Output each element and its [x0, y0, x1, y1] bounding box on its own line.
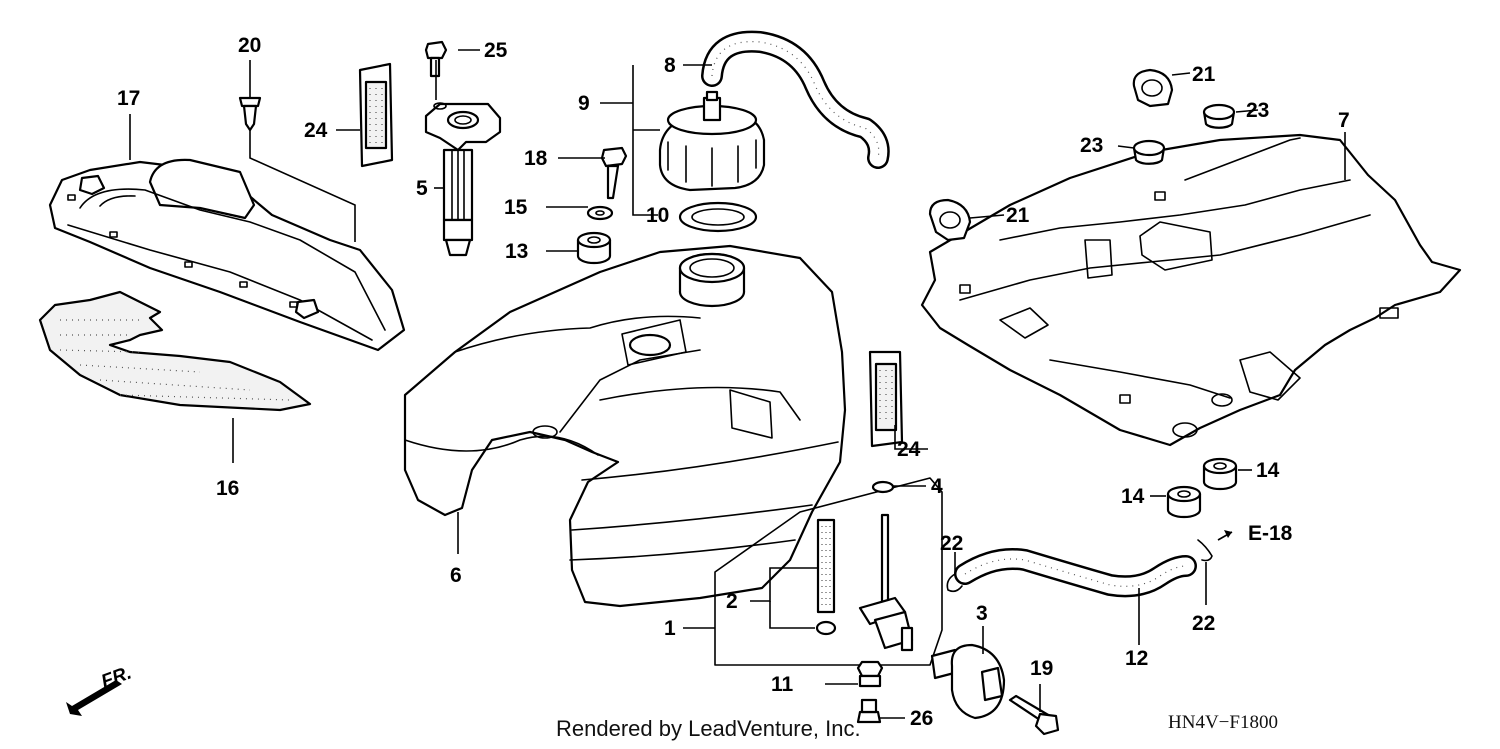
fuel-gauge-unit[interactable] — [424, 102, 502, 257]
fuel-valve[interactable] — [858, 513, 914, 652]
callout-18[interactable]: 18 — [524, 147, 548, 170]
callout-22-right[interactable]: 22 — [1192, 612, 1215, 635]
clip-20[interactable] — [238, 96, 262, 132]
o-ring-2[interactable] — [815, 620, 837, 636]
callout-25[interactable]: 25 — [484, 39, 508, 62]
grommet-23-lower[interactable] — [1132, 139, 1166, 165]
callout-21-lower[interactable]: 21 — [1006, 204, 1030, 227]
callout-4[interactable]: 4 — [931, 475, 943, 498]
cap-gasket[interactable] — [678, 201, 758, 233]
callout-15[interactable]: 15 — [504, 196, 528, 219]
leader-lines — [129, 49, 1346, 719]
callout-26[interactable]: 26 — [910, 707, 933, 730]
washer-4[interactable] — [871, 480, 895, 494]
fuel-hose[interactable] — [954, 547, 1197, 598]
callout-20[interactable]: 20 — [238, 34, 261, 57]
cushion-14-right[interactable] — [1202, 457, 1238, 491]
clamp-21-lower[interactable] — [928, 198, 972, 242]
callout-23-upper[interactable]: 23 — [1246, 99, 1269, 122]
callout-17[interactable]: 17 — [117, 87, 140, 110]
rubber-band-lower[interactable] — [868, 350, 904, 448]
fuel-cap[interactable] — [658, 90, 766, 192]
bolt-25[interactable] — [424, 40, 448, 78]
valve-frame — [714, 477, 943, 666]
callout-13[interactable]: 13 — [505, 240, 528, 263]
front-label: FR. — [99, 662, 135, 692]
callout-19[interactable]: 19 — [1030, 657, 1053, 680]
cushion-13[interactable] — [576, 231, 612, 265]
hose-clip-22-right[interactable] — [1197, 539, 1213, 562]
skid-plate-cover[interactable] — [920, 133, 1462, 447]
callout-14-right[interactable]: 14 — [1256, 459, 1280, 482]
callout-12[interactable]: 12 — [1125, 647, 1148, 670]
plug-26[interactable] — [856, 698, 882, 724]
diagram-code: HN4V−F1800 — [1168, 712, 1278, 733]
callout-11[interactable]: 11 — [771, 673, 794, 696]
vent-hose[interactable] — [701, 30, 890, 169]
callout-5[interactable]: 5 — [416, 177, 428, 200]
callout-24-upper[interactable]: 24 — [304, 119, 328, 142]
clamp-21-upper[interactable] — [1132, 68, 1174, 108]
callout-labels: 20 17 24 25 5 8 9 18 10 15 13 16 6 7 21 … — [117, 34, 1350, 730]
callout-23-lower[interactable]: 23 — [1080, 134, 1103, 157]
section-ref-e18[interactable]: E-18 — [1248, 522, 1293, 545]
callout-21-upper[interactable]: 21 — [1192, 63, 1216, 86]
callout-22-left[interactable]: 22 — [940, 532, 963, 555]
callout-9[interactable]: 9 — [578, 92, 590, 115]
callout-8[interactable]: 8 — [664, 54, 676, 77]
rubber-band-upper[interactable] — [358, 62, 394, 168]
front-direction-arrow: FR. — [66, 662, 134, 716]
screw-19[interactable] — [1008, 694, 1060, 736]
fuel-tank[interactable] — [403, 244, 847, 608]
insulator-pad[interactable] — [38, 290, 312, 412]
callout-14-left[interactable]: 14 — [1121, 485, 1145, 508]
strainer-screen[interactable] — [816, 518, 836, 614]
callout-16[interactable]: 16 — [216, 477, 239, 500]
callout-10[interactable]: 10 — [646, 204, 669, 227]
rear-inner-cover[interactable] — [48, 158, 406, 352]
valve-knob[interactable] — [930, 643, 1006, 720]
bolt-18[interactable] — [600, 146, 628, 200]
callout-1[interactable]: 1 — [664, 617, 676, 640]
callout-24-lower[interactable]: 24 — [897, 438, 921, 461]
grommet-23-upper[interactable] — [1202, 103, 1236, 129]
callout-7[interactable]: 7 — [1338, 109, 1350, 132]
nut-11[interactable] — [856, 660, 884, 688]
callout-2[interactable]: 2 — [726, 590, 738, 613]
callout-6[interactable]: 6 — [450, 564, 462, 587]
washer-15[interactable] — [586, 205, 614, 221]
cushion-14-left[interactable] — [1166, 485, 1202, 519]
hose-clip-22-left[interactable] — [946, 573, 963, 593]
callout-3[interactable]: 3 — [976, 602, 988, 625]
credit-text: Rendered by LeadVenture, Inc. — [556, 716, 861, 741]
